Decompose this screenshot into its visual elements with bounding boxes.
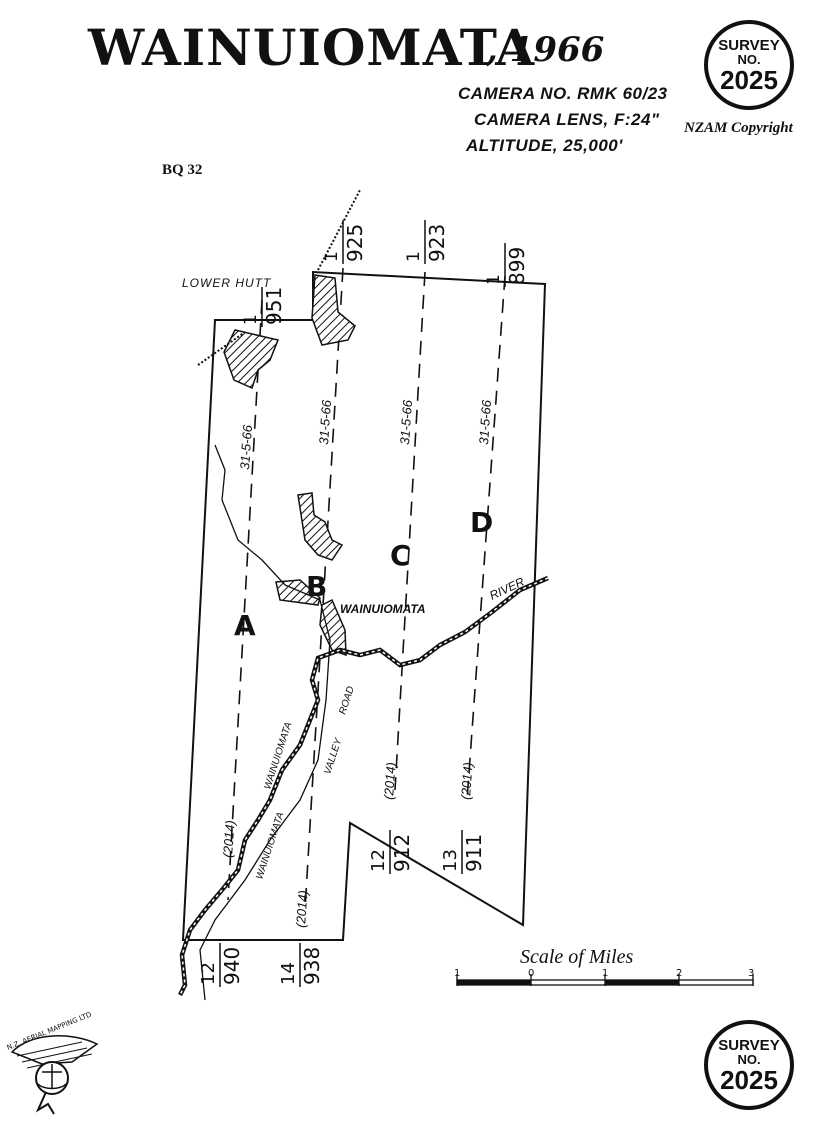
run-letter-c: C (390, 539, 411, 572)
copyright-note: NZAM Copyright (684, 120, 793, 136)
run-letter-d: D (470, 506, 493, 539)
frame-run: 12 (368, 849, 389, 872)
run-repeat-b: (2014) (293, 890, 311, 929)
survey-badge-no: NO. (737, 1052, 761, 1067)
altitude: ALTITUDE, 25,000' (466, 136, 623, 155)
frame-run: 1 (241, 314, 261, 325)
valley-road-label-2: VALLEY (322, 736, 344, 776)
run-line-a (227, 299, 263, 901)
survey-badge-word: SURVEY (718, 1037, 780, 1054)
rail-line-west (197, 331, 246, 366)
frame-end-d: 13 911 (440, 830, 486, 874)
frame-number: 951 (262, 287, 286, 325)
frame-run: 13 (440, 849, 461, 872)
scale-tick-label: 2 (676, 968, 682, 979)
survey-badge-bottom: SURVEY NO. 2025 (704, 1020, 794, 1110)
run-repeat-d: (2014) (458, 762, 476, 801)
scale-tick-label: 1 (454, 968, 460, 979)
wainuiomata-area-north (297, 492, 344, 561)
frame-number: 925 (343, 224, 367, 262)
run-letter-b: B (306, 570, 327, 603)
run-repeat-c: (2014) (381, 762, 399, 801)
run-date-d: 31-5-66 (476, 399, 494, 446)
scale-tick-label: 3 (748, 968, 754, 979)
valley-road-label-3: ROAD (337, 685, 356, 716)
valley-road (199, 444, 331, 1001)
hutt-area-east (311, 274, 356, 346)
frame-run: 1 (322, 251, 342, 262)
frame-number: 899 (505, 247, 529, 285)
frame-number: 938 (300, 947, 324, 985)
run-letter-a: A (234, 609, 256, 642)
run-date-b: 31-5-66 (316, 399, 334, 446)
survey-badge-value: 2025 (720, 1065, 778, 1095)
scale-bar-label: Scale of Miles (520, 946, 634, 968)
scale-bar: Scale of Miles 1 0 1 2 3 (454, 946, 754, 986)
frame-number: 911 (462, 834, 486, 872)
run-line-d (466, 275, 506, 801)
frame-run: 14 (278, 962, 299, 985)
survey-badge-word: SURVEY (718, 37, 780, 54)
run-line-c (394, 271, 426, 791)
lower-hutt-label: LOWER HUTT (182, 276, 272, 290)
wainuiomata-area-town (319, 598, 347, 657)
lower-hutt-area (223, 329, 280, 390)
frame-number: 940 (220, 947, 244, 985)
frame-number: 923 (425, 224, 449, 262)
survey-badge-value: 2025 (720, 65, 778, 95)
frame-run: 1 (404, 251, 424, 262)
wainuiomata-town-label: WAINUIOMATA (340, 602, 426, 616)
survey-badge-no: NO. (737, 52, 761, 67)
frame-start-c: 1 923 (404, 220, 449, 264)
frame-end-c: 12 912 (368, 830, 414, 874)
map-title: WAINUIOMATA (88, 18, 536, 77)
frame-number: 912 (390, 834, 414, 872)
run-line-b (304, 267, 344, 911)
sheet-reference: BQ 32 (162, 162, 203, 178)
scale-tick-label: 0 (528, 968, 534, 979)
rail-line-north (317, 189, 361, 271)
frame-run: 12 (198, 962, 219, 985)
frame-start-d: 1 899 (484, 243, 529, 287)
map-year: , 1966 (486, 30, 605, 70)
survey-badge-top: SURVEY NO. 2025 (704, 20, 794, 110)
run-repeat-a: (2014) (220, 820, 238, 859)
frame-run: 1 (484, 274, 504, 285)
frame-end-a: 12 940 (198, 943, 244, 987)
frame-end-b: 14 938 (278, 943, 324, 987)
run-date-c: 31-5-66 (397, 399, 415, 446)
frame-start-a: 1 951 (241, 287, 286, 327)
aerial-mapping-logo-icon: N.Z. AERIAL MAPPING LTD (6, 1010, 99, 1115)
scale-tick-label: 1 (602, 968, 608, 979)
camera-number: CAMERA NO. RMK 60/23 (458, 84, 668, 103)
run-date-a: 31-5-66 (237, 424, 255, 471)
camera-lens: CAMERA LENS, F:24" (474, 110, 660, 129)
frame-start-b: 1 925 (322, 220, 367, 264)
